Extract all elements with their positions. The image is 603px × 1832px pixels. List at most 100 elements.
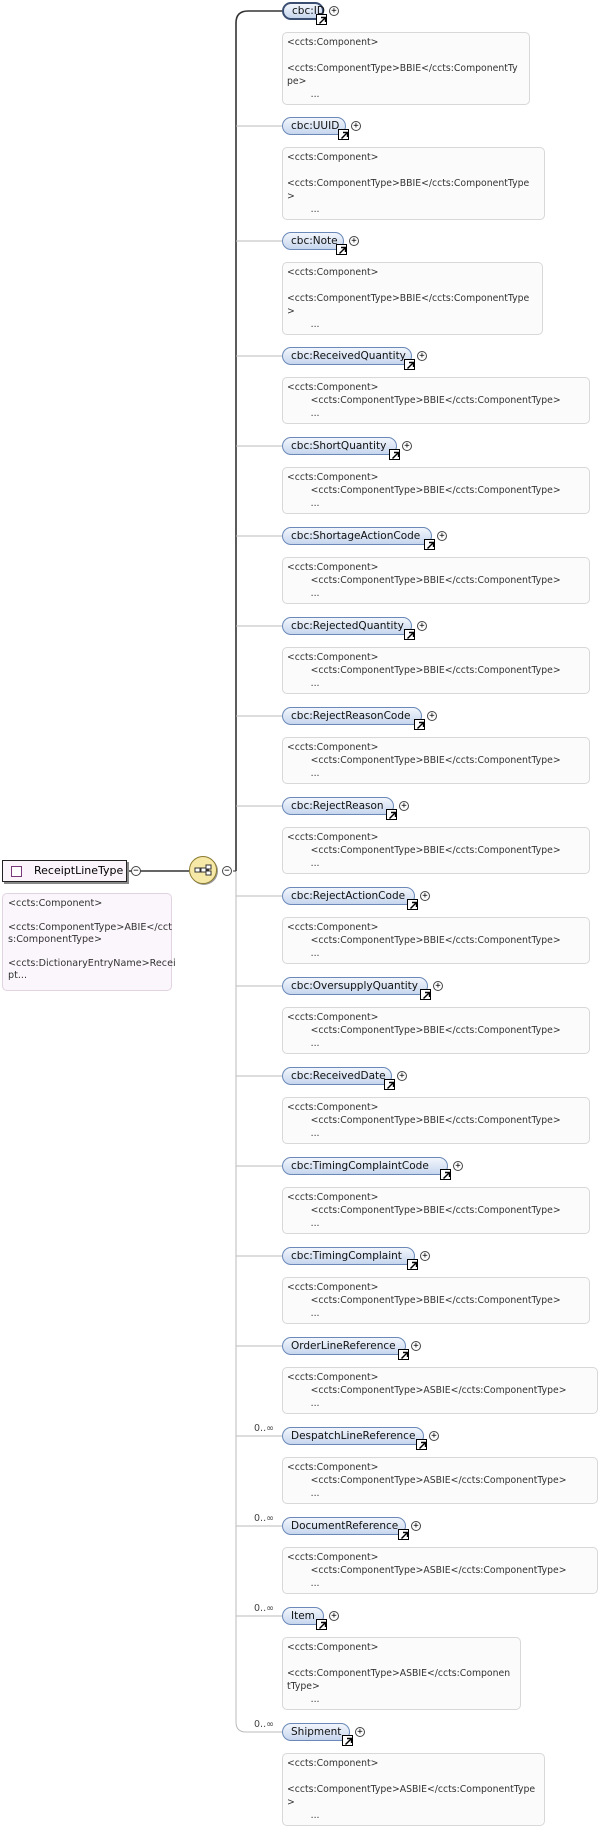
cardinality-label: 0..∞ bbox=[254, 1423, 274, 1434]
annotation-line: <ccts:Component> bbox=[287, 1192, 379, 1203]
annotation-line: > bbox=[287, 1797, 295, 1808]
sequence-compositor[interactable] bbox=[189, 856, 217, 884]
annotation-line: ... bbox=[287, 498, 320, 509]
annotation-line: <ccts:ComponentType>BBIE</ccts:Component… bbox=[287, 755, 561, 766]
expand-icon[interactable]: + bbox=[329, 1611, 339, 1621]
annotation-line: ... bbox=[287, 1128, 320, 1139]
expand-icon[interactable]: + bbox=[355, 1727, 365, 1737]
reference-arrow-icon bbox=[416, 1439, 427, 1450]
annotation-line: <ccts:ComponentType>BBIE</ccts:Component… bbox=[287, 395, 561, 406]
reference-arrow-icon bbox=[398, 1349, 409, 1360]
annotation-line: <ccts:ComponentType>BBIE</ccts:Component… bbox=[287, 665, 561, 676]
element-node[interactable]: cbc:RejectedQuantity bbox=[282, 617, 412, 635]
annotation-line: <ccts:Component> bbox=[287, 267, 379, 278]
element-node[interactable]: cbc:RejectReasonCode bbox=[282, 707, 422, 725]
annotation-line: <ccts:ComponentType>BBIE</ccts:Component… bbox=[287, 1205, 561, 1216]
element-node[interactable]: cbc:UUID bbox=[282, 117, 346, 135]
annotation-line: <ccts:Component> bbox=[287, 1552, 379, 1563]
expand-icon[interactable]: + bbox=[427, 711, 437, 721]
annotation-line bbox=[287, 1654, 516, 1667]
annotation-line: ... bbox=[287, 948, 320, 959]
annotation-line: <ccts:ComponentType>BBIE</ccts:Component… bbox=[287, 178, 530, 189]
element-node[interactable]: Item bbox=[282, 1607, 324, 1625]
element-node[interactable]: DespatchLineReference bbox=[282, 1427, 424, 1445]
annotation-line: <ccts:Component> bbox=[8, 898, 103, 909]
annotation-line: <ccts:ComponentType>ASBIE</ccts:Componen bbox=[287, 1668, 511, 1679]
annotation-line: ... bbox=[287, 588, 320, 599]
element-annotation: <ccts:Component> <ccts:ComponentType>ASB… bbox=[282, 1367, 598, 1414]
reference-arrow-icon bbox=[414, 719, 425, 730]
expand-icon[interactable]: + bbox=[411, 1521, 421, 1531]
root-annotation: <ccts:Component> <ccts:ComponentType>ABI… bbox=[2, 893, 176, 991]
element-annotation: <ccts:Component> <ccts:ComponentType>ASB… bbox=[282, 1753, 545, 1826]
annotation-line: <ccts:DictionaryEntryName>Recei bbox=[8, 958, 176, 969]
expand-icon[interactable]: + bbox=[420, 1251, 430, 1261]
annotation-line: pt... bbox=[8, 970, 28, 981]
annotation-line: <ccts:Component> bbox=[287, 562, 379, 573]
reference-arrow-icon bbox=[407, 1259, 418, 1270]
expand-icon[interactable]: + bbox=[351, 121, 361, 131]
element-annotation: <ccts:Component> <ccts:ComponentType>ASB… bbox=[282, 1637, 521, 1710]
connector-curve bbox=[235, 1721, 247, 1733]
annotation-line: ... bbox=[287, 1038, 320, 1049]
element-annotation: <ccts:Component> <ccts:ComponentType>BBI… bbox=[282, 737, 590, 784]
annotation-line: <ccts:ComponentType>BBIE</ccts:Component… bbox=[287, 63, 518, 74]
element-annotation: <ccts:Component> <ccts:ComponentType>BBI… bbox=[282, 377, 590, 424]
annotation-line: > bbox=[287, 306, 295, 317]
annotation-line: ... bbox=[287, 1398, 320, 1409]
element-node[interactable]: cbc:TimingComplaintCode bbox=[282, 1157, 448, 1175]
element-node[interactable]: cbc:Note bbox=[282, 232, 344, 250]
element-annotation: <ccts:Component> <ccts:ComponentType>BBI… bbox=[282, 262, 543, 335]
annotation-line: <ccts:ComponentType>BBIE</ccts:Component… bbox=[287, 575, 561, 586]
expand-icon[interactable]: + bbox=[420, 891, 430, 901]
expand-icon[interactable]: + bbox=[349, 236, 359, 246]
element-node[interactable]: Shipment bbox=[282, 1723, 350, 1741]
expand-icon[interactable]: + bbox=[397, 1071, 407, 1081]
reference-arrow-icon bbox=[336, 244, 347, 255]
reference-arrow-icon bbox=[384, 1079, 395, 1090]
annotation-line: <ccts:Component> bbox=[287, 922, 379, 933]
reference-arrow-icon bbox=[420, 989, 431, 1000]
expand-icon[interactable]: + bbox=[433, 981, 443, 991]
expand-icon[interactable]: + bbox=[329, 6, 339, 16]
annotation-line: <ccts:ComponentType>BBIE</ccts:Component… bbox=[287, 293, 530, 304]
element-node[interactable]: cbc:ShortQuantity bbox=[282, 437, 397, 455]
annotation-line: <ccts:Component> bbox=[287, 1462, 379, 1473]
element-node[interactable]: DocumentReference bbox=[282, 1517, 406, 1535]
annotation-line: <ccts:ComponentType>BBIE</ccts:Component… bbox=[287, 1295, 561, 1306]
annotation-line: <ccts:ComponentType>ABIE</cct bbox=[8, 922, 172, 933]
expand-icon[interactable]: + bbox=[399, 801, 409, 811]
annotation-line: ... bbox=[287, 1694, 320, 1705]
expand-icon[interactable]: + bbox=[402, 441, 412, 451]
annotation-line: <ccts:ComponentType>ASBIE</ccts:Componen… bbox=[287, 1475, 567, 1486]
expand-icon[interactable]: + bbox=[437, 531, 447, 541]
element-node[interactable]: cbc:RejectActionCode bbox=[282, 887, 415, 905]
element-node[interactable]: OrderLineReference bbox=[282, 1337, 406, 1355]
annotation-line: ... bbox=[287, 678, 320, 689]
annotation-line: > bbox=[287, 191, 295, 202]
element-node[interactable]: cbc:RejectReason bbox=[282, 797, 394, 815]
element-annotation: <ccts:Component> <ccts:ComponentType>BBI… bbox=[282, 647, 590, 694]
element-node[interactable]: cbc:ReceivedQuantity bbox=[282, 347, 412, 365]
expand-icon[interactable]: + bbox=[411, 1341, 421, 1351]
element-node[interactable]: cbc:TimingComplaint bbox=[282, 1247, 415, 1265]
element-node[interactable]: cbc:ShortageActionCode bbox=[282, 527, 432, 545]
expand-icon[interactable]: + bbox=[417, 621, 427, 631]
annotation-line: pe> bbox=[287, 76, 307, 87]
root-collapse-icon[interactable]: − bbox=[131, 866, 141, 876]
expand-icon[interactable]: + bbox=[417, 351, 427, 361]
element-node[interactable]: cbc:OversupplyQuantity bbox=[282, 977, 428, 995]
element-annotation: <ccts:Component> <ccts:ComponentType>BBI… bbox=[282, 917, 590, 964]
annotation-line: ... bbox=[287, 1218, 320, 1229]
element-node[interactable]: cbc:ReceivedDate bbox=[282, 1067, 392, 1085]
element-annotation: <ccts:Component> <ccts:ComponentType>BBI… bbox=[282, 827, 590, 874]
annotation-line: s:ComponentType> bbox=[8, 934, 103, 945]
expand-icon[interactable]: + bbox=[429, 1431, 439, 1441]
expand-icon[interactable]: + bbox=[453, 1161, 463, 1171]
annotation-line: ... bbox=[287, 768, 320, 779]
sequence-collapse-icon[interactable]: − bbox=[222, 866, 232, 876]
annotation-line: <ccts:Component> bbox=[287, 742, 379, 753]
root-type-label: ReceiptLineType bbox=[34, 864, 124, 877]
root-type-node[interactable]: ReceiptLineType bbox=[2, 860, 127, 882]
